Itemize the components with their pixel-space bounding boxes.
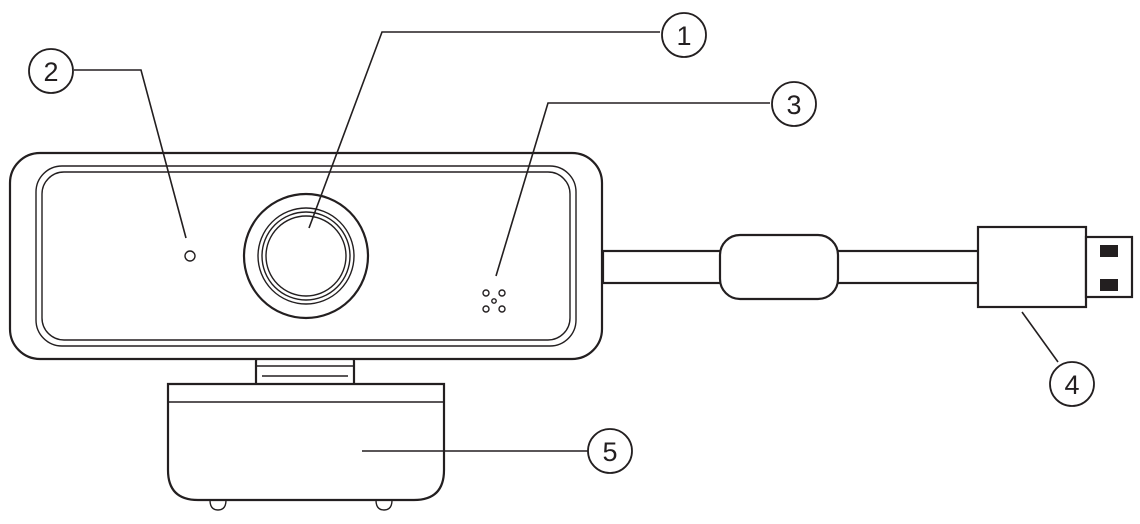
indicator-light [184,250,196,262]
usb-plug [976,225,1134,309]
callout-1-label: 1 [676,21,691,51]
callout-2-label: 2 [43,57,58,87]
callout-4-label: 4 [1064,370,1079,400]
leader-lines [74,31,1059,452]
camera-lens [242,192,370,320]
leader-line-4 [1021,311,1059,363]
callout-1: 1 [661,12,707,58]
callout-5: 5 [587,428,633,474]
callout-2: 2 [28,48,74,94]
callout-3-label: 3 [786,90,801,120]
callout-4: 4 [1049,361,1095,407]
callout-3: 3 [771,81,817,127]
callout-5-label: 5 [602,437,617,467]
webcam-stand [166,356,446,511]
usb-cable [601,233,983,301]
leader-line-3 [495,102,770,277]
leader-line-2 [74,69,187,239]
leader-line-1 [308,31,660,229]
microphone-icon [482,289,506,313]
